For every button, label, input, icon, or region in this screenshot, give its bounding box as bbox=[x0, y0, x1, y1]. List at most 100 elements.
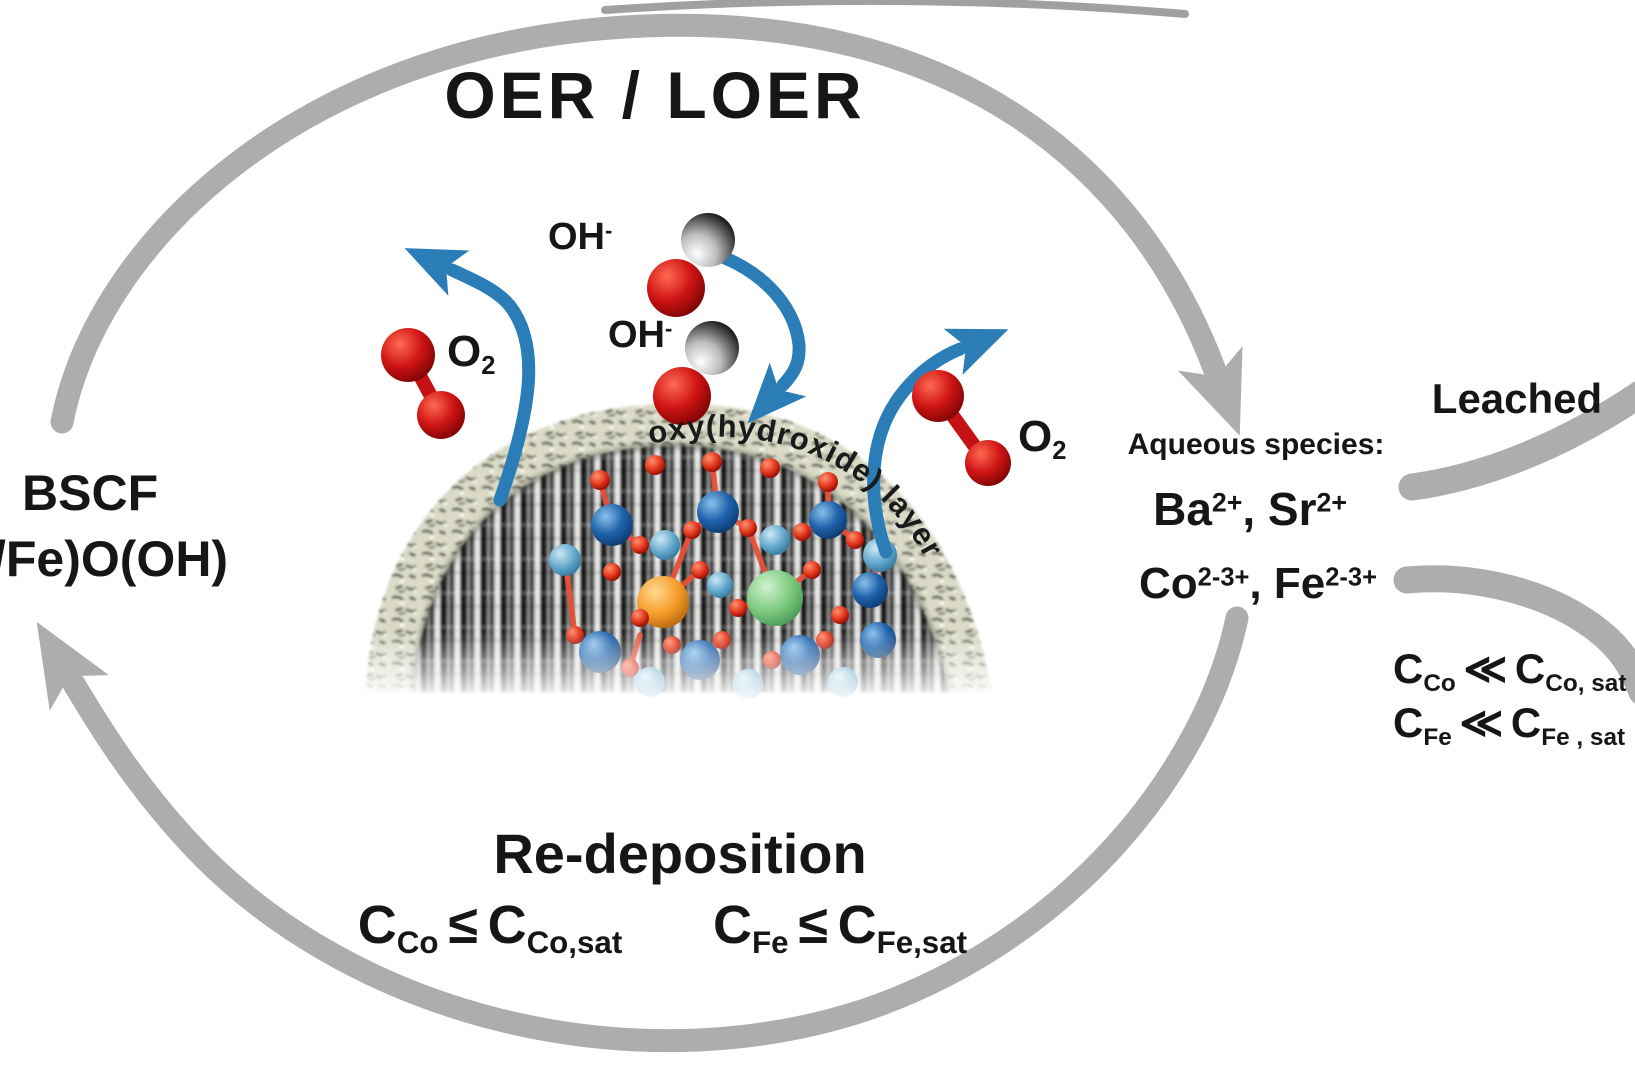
formula-part: C bbox=[1393, 645, 1424, 692]
atom-oxygen bbox=[691, 561, 709, 579]
formula-sub: Co,sat bbox=[526, 925, 623, 961]
oxygen-sphere bbox=[647, 259, 705, 317]
atom-oxygen bbox=[760, 458, 780, 478]
o2-text: O bbox=[1018, 412, 1053, 461]
o2-molecule-left bbox=[381, 328, 465, 439]
aqueous-line-co-fe: Co2-3+, Fe2-3+ bbox=[1139, 562, 1377, 606]
ion-charge: 2-3+ bbox=[1325, 563, 1378, 592]
atom-cobalt bbox=[591, 504, 633, 546]
particle-core-shadow-edge bbox=[410, 442, 952, 693]
oh-text: OH bbox=[548, 216, 605, 258]
atom-oxygen bbox=[793, 523, 811, 541]
ion-charge: 2-3+ bbox=[1197, 563, 1250, 592]
atom-iron bbox=[650, 530, 680, 560]
atom-oxygen bbox=[846, 531, 864, 549]
oh-text: OH bbox=[608, 314, 665, 356]
atom-barium bbox=[637, 576, 689, 628]
ion-charge: 2+ bbox=[1316, 487, 1347, 518]
formula-part: C bbox=[487, 895, 527, 955]
cycle-arrows bbox=[36, 0, 1635, 1053]
o2-molecule-right bbox=[912, 370, 1011, 486]
atom-oxygen bbox=[739, 519, 757, 537]
formula-sub: Co, sat bbox=[1545, 669, 1627, 697]
formula-sub: Co bbox=[1423, 669, 1456, 697]
formula-sub: Fe bbox=[751, 925, 789, 961]
formula-part: C bbox=[712, 895, 752, 955]
o2-release-arrow-right bbox=[867, 328, 1009, 559]
formula-part: C bbox=[357, 895, 397, 955]
o2-label-left: O2 bbox=[447, 330, 495, 380]
ion-text: , Fe bbox=[1249, 559, 1326, 608]
formula-operator: ≤ bbox=[798, 895, 828, 955]
atom-oxygen bbox=[683, 521, 701, 539]
formula-part: C bbox=[1393, 699, 1424, 746]
atom-oxygen bbox=[590, 470, 610, 490]
atom-oxygen bbox=[631, 536, 649, 554]
atom-cobalt bbox=[697, 491, 739, 533]
formula-sub: Co bbox=[396, 925, 439, 961]
formula-sub: Fe bbox=[1423, 723, 1452, 751]
formula-sub: Fe,sat bbox=[876, 925, 968, 961]
oh-adsorption-arrow bbox=[695, 243, 807, 424]
atom-oxygen bbox=[818, 472, 838, 492]
water-molecule-2 bbox=[653, 321, 739, 425]
atom-cobalt bbox=[809, 501, 847, 539]
formula-part: C bbox=[1510, 699, 1542, 746]
oxygen-sphere bbox=[417, 391, 465, 439]
water-molecule-1 bbox=[647, 213, 735, 317]
formula-sub: Fe , sat bbox=[1541, 723, 1626, 751]
formula-part: C bbox=[837, 895, 877, 955]
aqueous-line-ba-sr: Ba2+, Sr2+ bbox=[1153, 486, 1347, 532]
formula-operator: ≪ bbox=[1463, 645, 1508, 692]
atom-oxygen bbox=[803, 561, 821, 579]
hydrogen-sphere bbox=[681, 213, 735, 267]
material-label-bscf: BSCF bbox=[22, 465, 159, 521]
atom-iron bbox=[707, 572, 733, 598]
leached-label: Leached bbox=[1431, 375, 1603, 422]
atom-oxygen bbox=[729, 599, 747, 617]
atom-oxygen bbox=[645, 455, 665, 475]
oxygen-sphere bbox=[381, 328, 435, 382]
atom-iron bbox=[549, 544, 581, 576]
ion-charge: 2+ bbox=[1211, 487, 1243, 518]
oxygen-sphere bbox=[912, 370, 964, 422]
o2-count: 2 bbox=[481, 352, 496, 381]
oxygen-sphere bbox=[965, 440, 1011, 486]
oh-charge: - bbox=[605, 217, 613, 243]
atom-oxygen bbox=[631, 609, 649, 627]
o2-release-arrow-left bbox=[404, 248, 536, 507]
formula-operator: ≤ bbox=[448, 895, 478, 955]
redeposition-condition-co: CCo≤CCo,sat bbox=[358, 898, 623, 958]
formula-operator: ≪ bbox=[1459, 699, 1504, 746]
ion-text: Ba bbox=[1153, 483, 1212, 535]
leached-condition-fe: CFe≪CFe , sat bbox=[1393, 702, 1625, 750]
leached-condition-co: CCo≪CCo, sat bbox=[1393, 648, 1626, 696]
leach-branch-upper bbox=[1398, 381, 1635, 501]
aqueous-species-header: Aqueous species: bbox=[1127, 428, 1385, 461]
oh-charge: - bbox=[665, 315, 673, 341]
cycle-arc-top-arrow bbox=[50, 13, 1243, 436]
o2-text: O bbox=[447, 327, 482, 376]
atom-strontium bbox=[747, 570, 803, 626]
particle-bottom-fade bbox=[350, 630, 1010, 702]
material-label-formula: /Fe)O(OH) bbox=[0, 531, 229, 587]
atom-iron bbox=[760, 525, 790, 555]
atom-oxygen bbox=[702, 452, 722, 472]
atom-oxygen bbox=[831, 606, 849, 624]
ion-text: Co bbox=[1138, 559, 1198, 608]
redeposition-condition-fe: CFe≤CFe,sat bbox=[713, 898, 967, 958]
cycle-top-sliver bbox=[601, 0, 1189, 18]
oxygen-sphere bbox=[653, 367, 711, 425]
molecules bbox=[381, 213, 1011, 486]
o2-label-right: O2 bbox=[1018, 415, 1066, 465]
redeposition-title: Re-deposition bbox=[493, 822, 867, 885]
oh-label-1: OH- bbox=[548, 218, 612, 256]
o2-count: 2 bbox=[1052, 437, 1067, 466]
bscf-particle bbox=[350, 403, 1010, 702]
reaction-arrows bbox=[404, 243, 1009, 559]
atom-cobalt bbox=[852, 572, 888, 608]
atom-oxygen bbox=[603, 563, 621, 581]
formula-part: C bbox=[1514, 645, 1546, 692]
